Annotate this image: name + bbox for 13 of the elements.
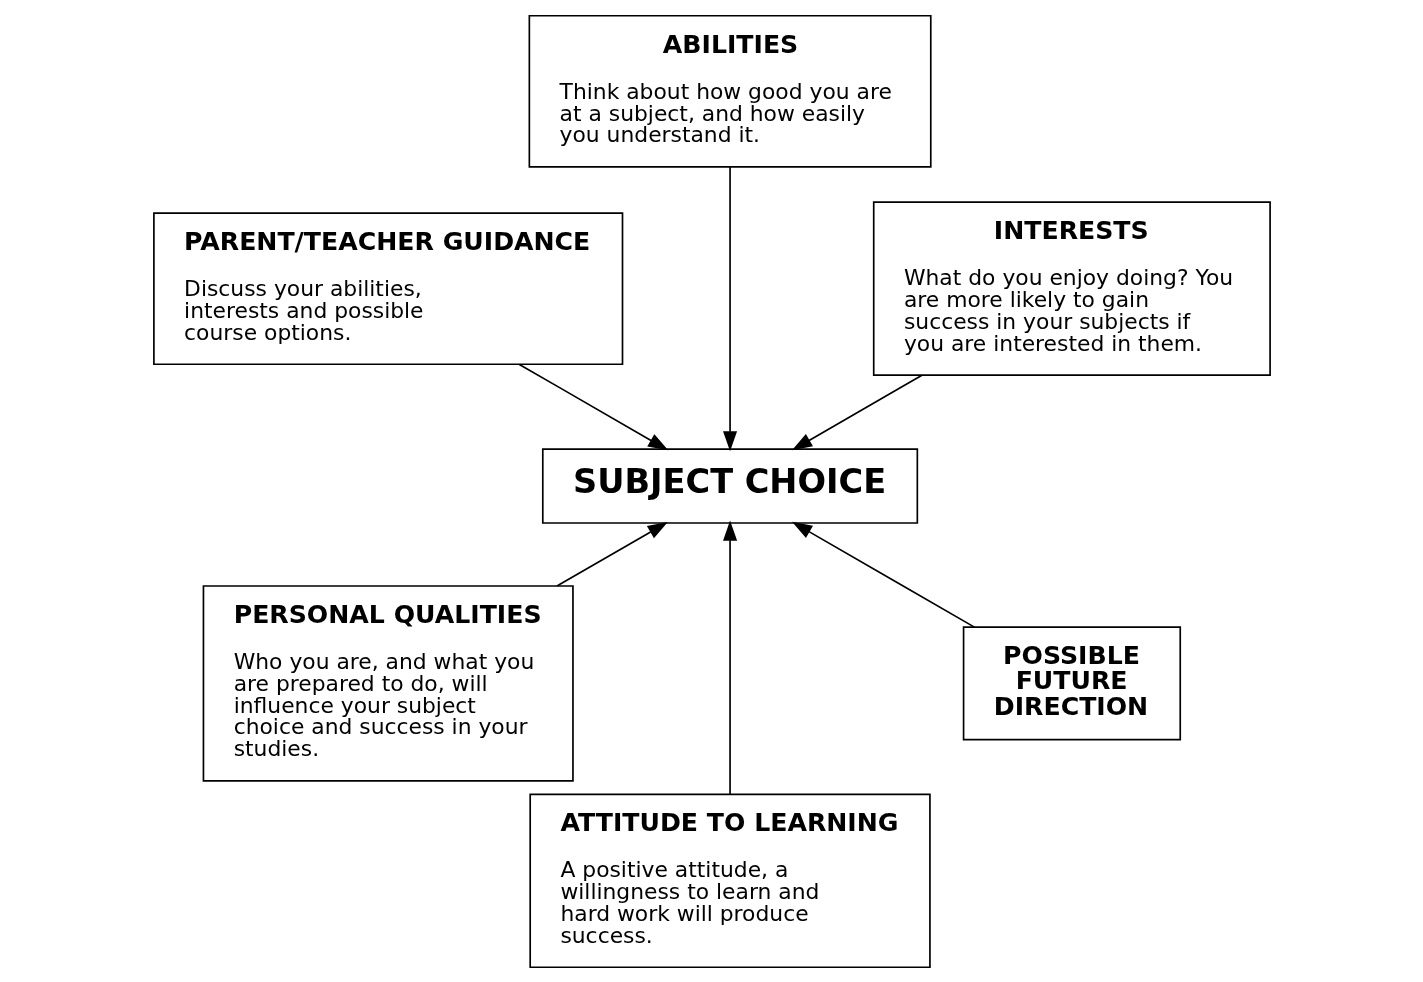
- arrow: [518, 363, 668, 450]
- arrow: [791, 373, 923, 450]
- node-box: ABILITIES Think about how good you are at a subject, and how easily you understand it.: [528, 14, 932, 168]
- arrow: [791, 521, 975, 628]
- node-box: PARENT/TEACHER GUIDANCE Discuss your abilities, interests and possible course options.: [152, 211, 623, 365]
- arrow: [555, 521, 668, 587]
- node-box: INTERESTS What do you enjoy doing? You are more likely to gain success in your subjects if you are interested in them.: [872, 200, 1271, 376]
- node-box: ATTITUDE TO LEARNING A positive attitude, a willingness to learn and hard work will produce success.: [528, 792, 931, 968]
- arrow: [722, 165, 737, 451]
- node-box: PERSONAL QUALITIES Who you are, and what you are prepared to do, will influence your subject choice and success in your studies.: [202, 584, 574, 782]
- node-box: SUBJECT CHOICE: [541, 447, 918, 524]
- arrow: [722, 520, 737, 795]
- node-box: POSSIBLE FUTURE DIRECTION: [962, 625, 1181, 740]
